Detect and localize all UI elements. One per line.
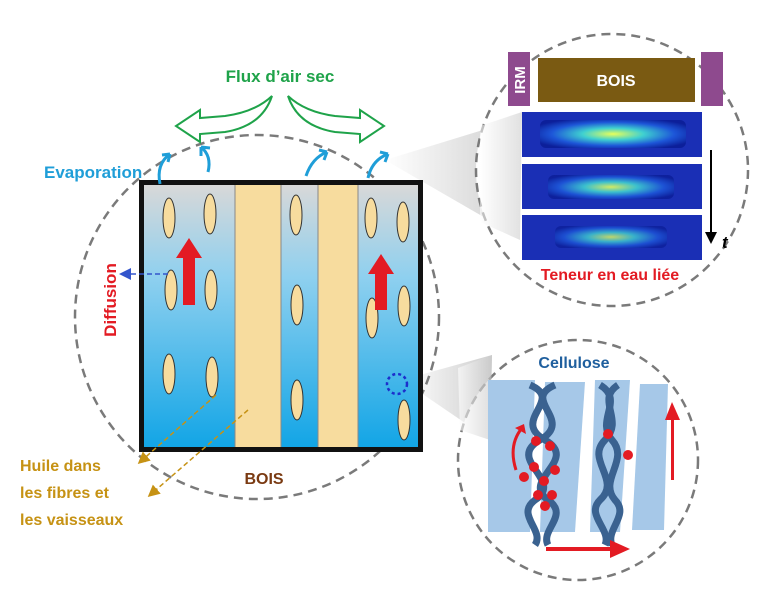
mri-images [522,112,702,260]
irm-bar [508,52,530,106]
wood-label-top: BOIS [596,73,635,90]
airflow-label: Flux d’air sec [226,67,335,86]
wood-label-bottom: BOIS [244,471,283,488]
red-arrow-up [176,238,202,305]
zoom-spot [385,372,409,396]
wood-bar-top [538,58,695,102]
evaporation-label: Evaporation [44,163,142,182]
airflow-arrows [174,95,386,144]
zoom-cone-top-overlay [480,112,522,240]
wood-wall [318,185,358,447]
evaporation-arrows [157,145,390,185]
irm-label: IRM [512,66,529,94]
wood-wall [235,185,281,447]
main-dashed-circle [73,133,441,501]
cellulose-fibers [488,380,680,558]
oil-label-line3: les vaisseaux [20,512,123,529]
diffusion-label: Diffusion [101,263,120,337]
oil-label-line1: Huile dans [20,458,101,475]
oil-pointer [137,394,217,464]
bound-water-label: Teneur en eau liée [541,267,680,284]
wood-block [139,180,423,452]
oil-label-line2: les fibres et [20,485,110,502]
cellulose-label: Cellulose [538,355,609,372]
time-label: t [722,233,729,252]
irm-bar-right [701,52,723,106]
oil-pointer [147,409,249,497]
zoom-cone-bottom-overlay [458,355,492,440]
red-arrow-up [368,254,394,310]
